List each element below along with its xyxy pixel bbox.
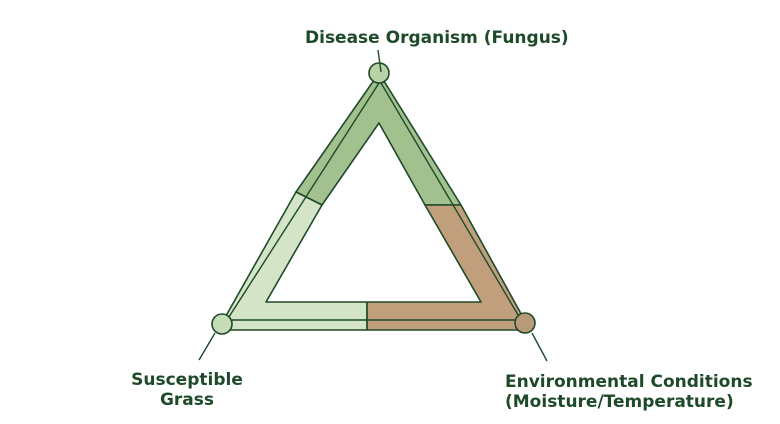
label-environmental-conditions-line1: Environmental Conditions	[505, 372, 753, 392]
inner-line-left	[226, 82, 380, 321]
label-environmental-conditions: Environmental Conditions (Moisture/Tempe…	[505, 372, 753, 412]
label-susceptible-grass: Susceptible Grass	[127, 370, 247, 410]
vertex-top-circle	[368, 62, 390, 84]
inner-line-right	[380, 82, 522, 321]
label-susceptible-grass-line2: Grass	[159, 390, 215, 410]
label-susceptible-grass-line1: Susceptible	[131, 370, 243, 390]
leader-line-right	[531, 332, 548, 362]
fungus-segment	[295, 72, 462, 206]
vertex-right-circle	[514, 312, 536, 334]
vertex-left-circle	[211, 313, 233, 335]
label-disease-organism: Disease Organism (Fungus)	[305, 28, 569, 48]
grass-segment	[217, 191, 368, 331]
label-environmental-conditions-line2: (Moisture/Temperature)	[505, 392, 734, 412]
leader-line-top	[377, 49, 382, 73]
environment-segment	[366, 204, 531, 331]
leader-line-left	[198, 332, 216, 361]
